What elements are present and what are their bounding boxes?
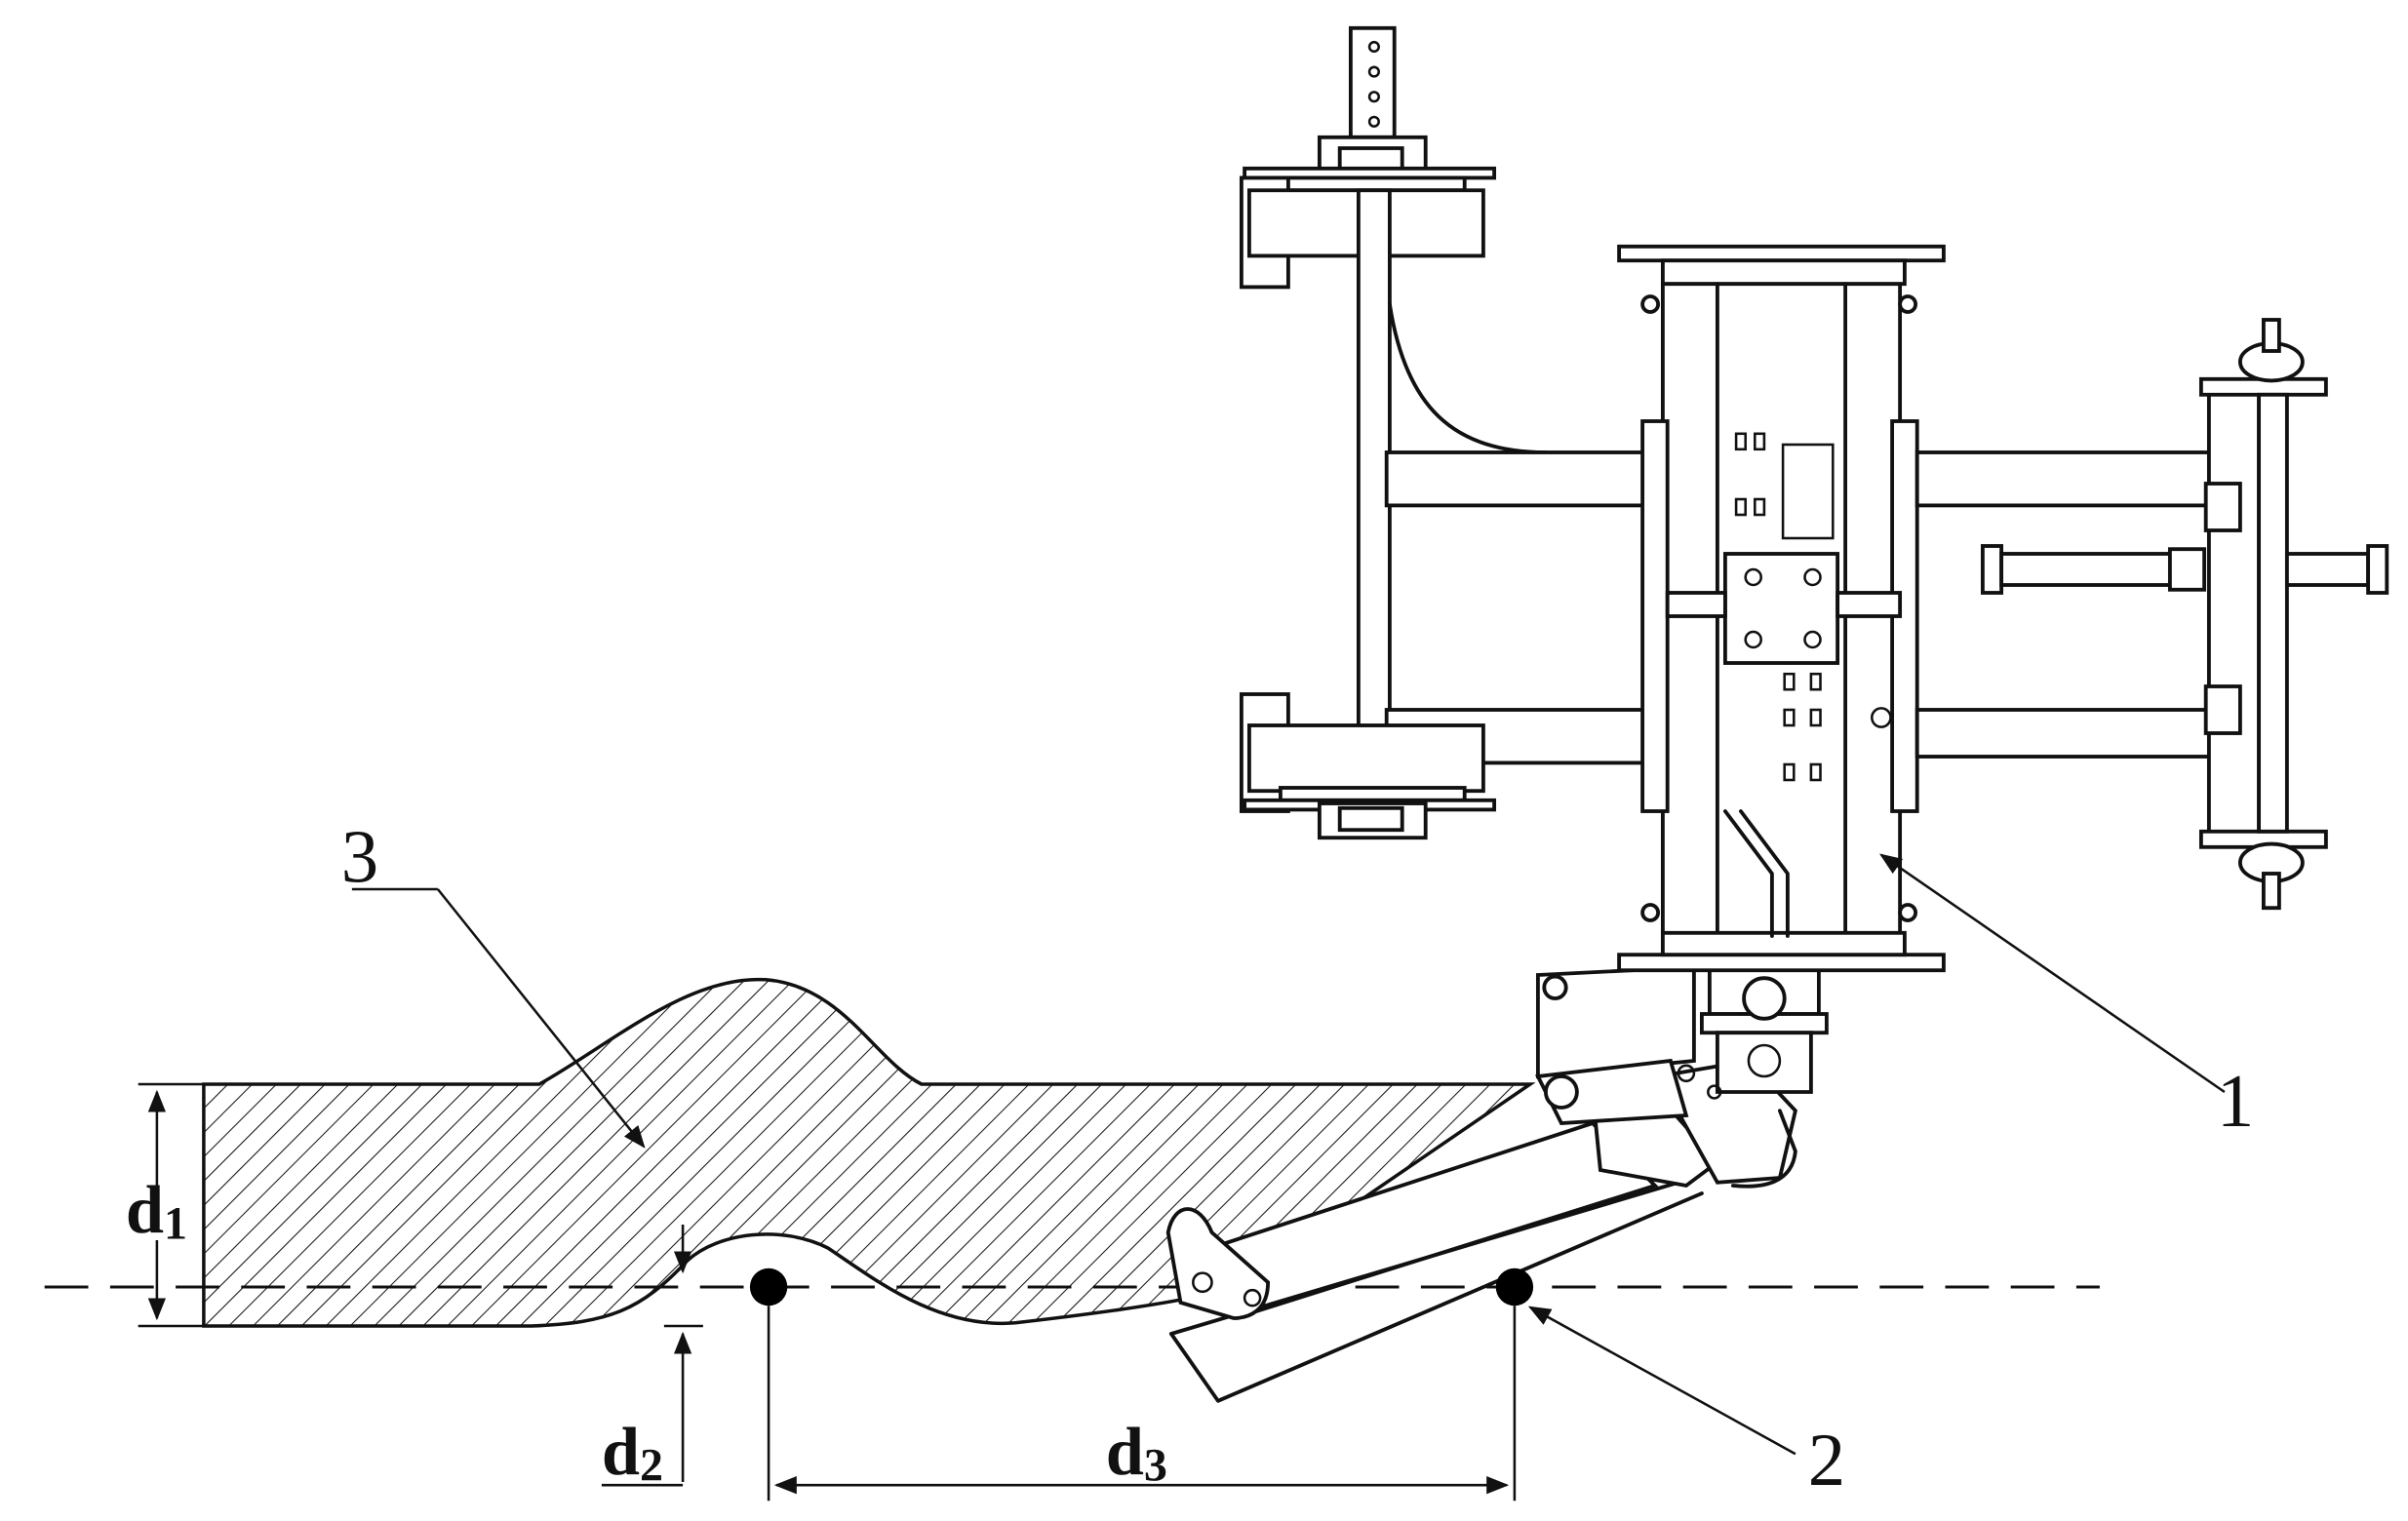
dimension-d1-label: d1 [126, 1172, 187, 1249]
sensor-point-right [1495, 1268, 1534, 1306]
right-side-assembly [1915, 318, 2389, 911]
dimension-d2 [601, 1225, 703, 1487]
sensor-point-left [749, 1268, 788, 1306]
dimension-d3-label: d3 [1106, 1414, 1167, 1491]
part-label-2: 2 [1808, 1419, 1845, 1502]
dimension-d1 [138, 1082, 212, 1328]
dimension-d2-label: d2 [602, 1414, 663, 1491]
left-shaft-assembly [1239, 25, 1654, 840]
part-label-3: 3 [341, 815, 378, 898]
part-label-1: 1 [2217, 1060, 2254, 1143]
main-frame [1617, 244, 1946, 973]
dimension-d3 [767, 1306, 1517, 1502]
leader-lines [351, 853, 2226, 1456]
